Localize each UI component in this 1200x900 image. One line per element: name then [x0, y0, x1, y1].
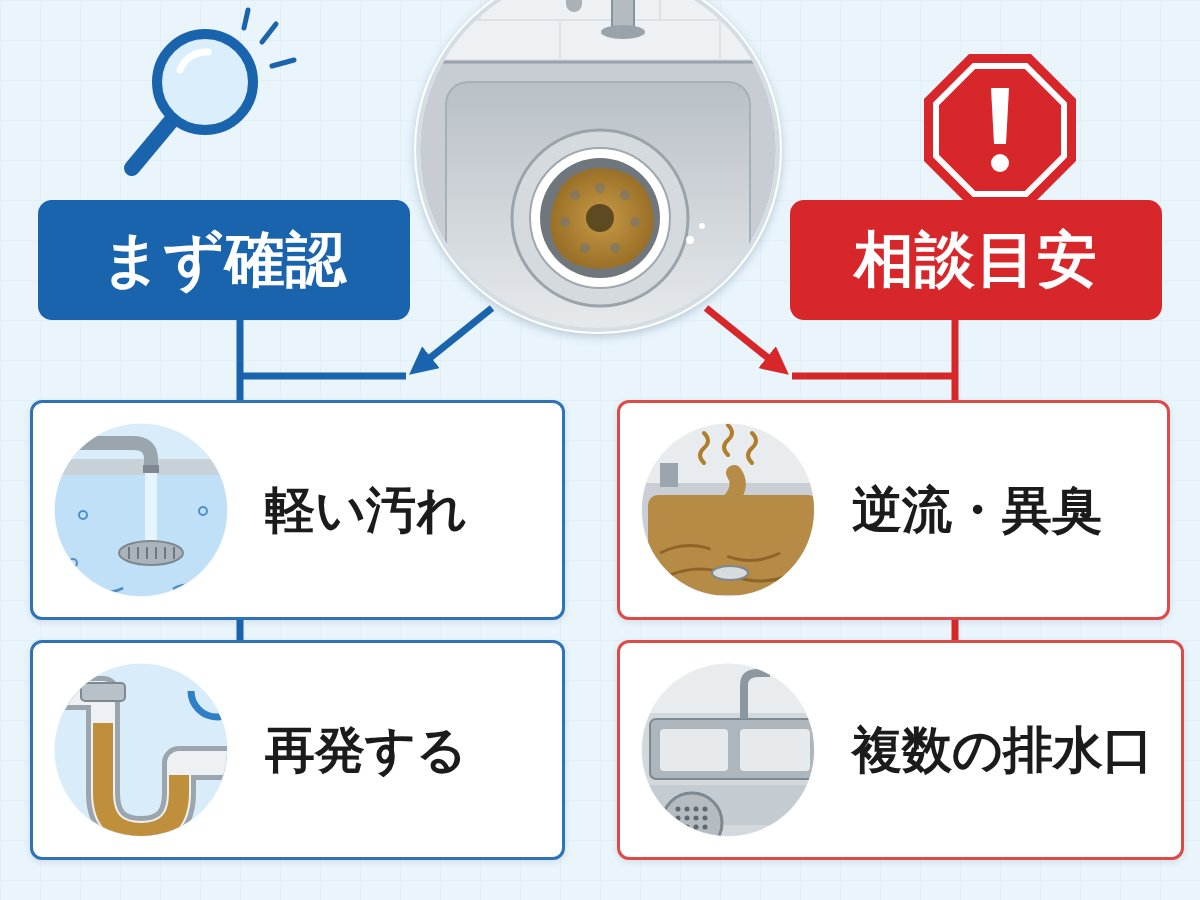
- flow-connector: [952, 320, 959, 400]
- flow-connector: [237, 620, 244, 640]
- sink-illustration: [400, 0, 800, 352]
- item-label: 逆流・異臭: [852, 477, 1102, 544]
- item-icon: [33, 643, 253, 857]
- heading-text: まず確認: [101, 220, 347, 301]
- item-label: 複数の排水口: [852, 717, 1153, 784]
- sink-arrow: [706, 308, 778, 366]
- item-icon: [620, 643, 840, 857]
- heading-banner: まず確認: [38, 200, 410, 320]
- item-box: 軽い汚れ: [30, 400, 565, 620]
- item-box: 再発する: [30, 640, 565, 860]
- branch-line: [240, 373, 406, 380]
- magnifier-icon: [132, 10, 294, 168]
- item-box: 複数の排水口: [617, 640, 1184, 860]
- warning-octagon: [924, 54, 1076, 206]
- item-box: 逆流・異臭: [617, 400, 1170, 620]
- sink-arrow: [420, 308, 492, 366]
- flow-connector: [952, 620, 959, 640]
- item-label: 軽い汚れ: [265, 477, 467, 544]
- item-icon: [620, 403, 840, 617]
- branch-line: [792, 373, 955, 380]
- heading-banner: 相談目安: [790, 200, 1162, 320]
- flow-connector: [237, 320, 244, 400]
- item-label: 再発する: [265, 717, 467, 784]
- item-icon: [33, 403, 253, 617]
- heading-text: 相談目安: [854, 220, 1098, 301]
